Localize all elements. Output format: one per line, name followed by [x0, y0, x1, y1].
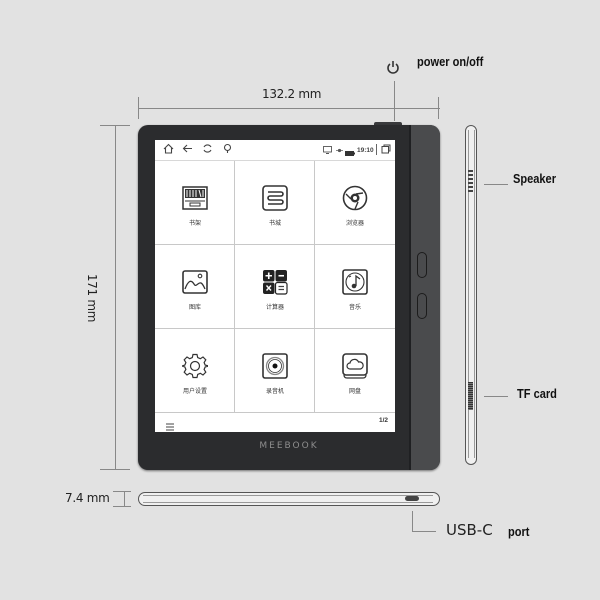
app-label: 浏览器	[345, 220, 364, 227]
bottom-profile-edge	[143, 495, 433, 503]
bookstore-icon	[262, 185, 288, 211]
refresh-icon[interactable]	[202, 143, 213, 158]
app-label: 用户设置	[182, 388, 207, 395]
bottom-bar: 1/2	[155, 413, 395, 432]
page-down-button[interactable]	[417, 293, 427, 319]
width-label: 132.2 mm	[262, 87, 322, 101]
height-label: 171 mm	[85, 273, 100, 323]
recent-apps-icon[interactable]	[381, 144, 391, 158]
light-icon[interactable]	[222, 143, 233, 158]
usb-c-port	[405, 496, 419, 501]
tf-card-callout-line	[484, 396, 508, 397]
settings-icon	[181, 353, 209, 379]
speaker-grille	[468, 170, 473, 194]
width-dimension-tick-right	[438, 97, 439, 119]
app-label: 书城	[268, 220, 281, 227]
app-tile-cloud-drive[interactable]: 网盘	[315, 329, 395, 413]
power-icon	[386, 60, 400, 74]
app-tile-recorder[interactable]: 录音机	[235, 329, 315, 413]
width-dimension-line	[138, 108, 440, 109]
calculator-icon	[262, 269, 288, 295]
menu-icon[interactable]	[166, 418, 174, 436]
app-tile-calculator[interactable]: 计算器	[235, 245, 315, 329]
page-up-button[interactable]	[417, 252, 427, 278]
app-label: 录音机	[265, 388, 284, 395]
side-profile-edge	[468, 130, 475, 458]
usb-label: USB-C	[446, 521, 493, 539]
battery-icon	[345, 146, 355, 160]
power-callout-line	[394, 81, 395, 121]
screen-icon	[323, 144, 332, 158]
power-label: power on/off	[417, 54, 484, 69]
cloud-drive-icon	[342, 353, 368, 379]
home-icon[interactable]	[163, 143, 174, 158]
height-dimension-line	[115, 125, 116, 470]
app-tile-settings[interactable]: 用户设置	[155, 329, 235, 413]
music-icon	[342, 269, 368, 295]
usb-callout-line-vertical	[412, 511, 413, 532]
thickness-dimension-line	[124, 491, 125, 507]
app-tile-browser[interactable]: 浏览器	[315, 161, 395, 245]
status-divider	[376, 144, 377, 155]
status-time: 19:10	[357, 147, 374, 154]
width-dimension-tick-left	[138, 97, 139, 119]
app-label: 书架	[188, 220, 201, 227]
app-label: 音乐	[348, 304, 361, 311]
app-label: 网盘	[348, 388, 361, 395]
height-dimension-tick-bottom	[100, 469, 130, 470]
page-indicator: 1/2	[378, 417, 388, 424]
thickness-dimension-tick-bottom	[113, 506, 131, 507]
app-tile-bookshelf[interactable]: 书架	[155, 161, 235, 245]
app-label: 图库	[188, 304, 201, 311]
tf-card-label: TF card	[517, 386, 557, 401]
thickness-label: 7.4 mm	[65, 491, 110, 505]
app-tile-gallery[interactable]: 图库	[155, 245, 235, 329]
app-label: 计算器	[265, 304, 284, 311]
grip-seam	[409, 125, 411, 470]
back-icon[interactable]	[182, 143, 193, 158]
power-button[interactable]	[374, 122, 402, 126]
usb-callout-line-horizontal	[412, 531, 436, 532]
speaker-callout-line	[484, 184, 508, 185]
device-side-profile	[465, 125, 477, 465]
device-bottom-profile	[138, 492, 440, 506]
bookshelf-icon	[182, 185, 208, 211]
browser-icon	[342, 185, 368, 211]
recorder-icon	[262, 353, 288, 379]
tf-card-slot	[468, 382, 473, 410]
app-tile-bookstore[interactable]: 书城	[235, 161, 315, 245]
device-screen: 19:10 书架 书城 浏览器	[155, 140, 395, 432]
usb-label-suffix: port	[508, 524, 530, 539]
height-dimension-tick-top	[100, 125, 130, 126]
speaker-label: Speaker	[513, 171, 557, 186]
app-tile-music[interactable]: 音乐	[315, 245, 395, 329]
status-bar: 19:10	[155, 140, 395, 161]
thickness-dimension-tick-top	[113, 491, 131, 492]
wifi-icon	[336, 144, 343, 158]
brand-logo: MEEBOOK	[259, 441, 319, 451]
gallery-icon	[182, 269, 208, 295]
app-grid: 书架 书城 浏览器 图库 计算器	[155, 161, 395, 413]
